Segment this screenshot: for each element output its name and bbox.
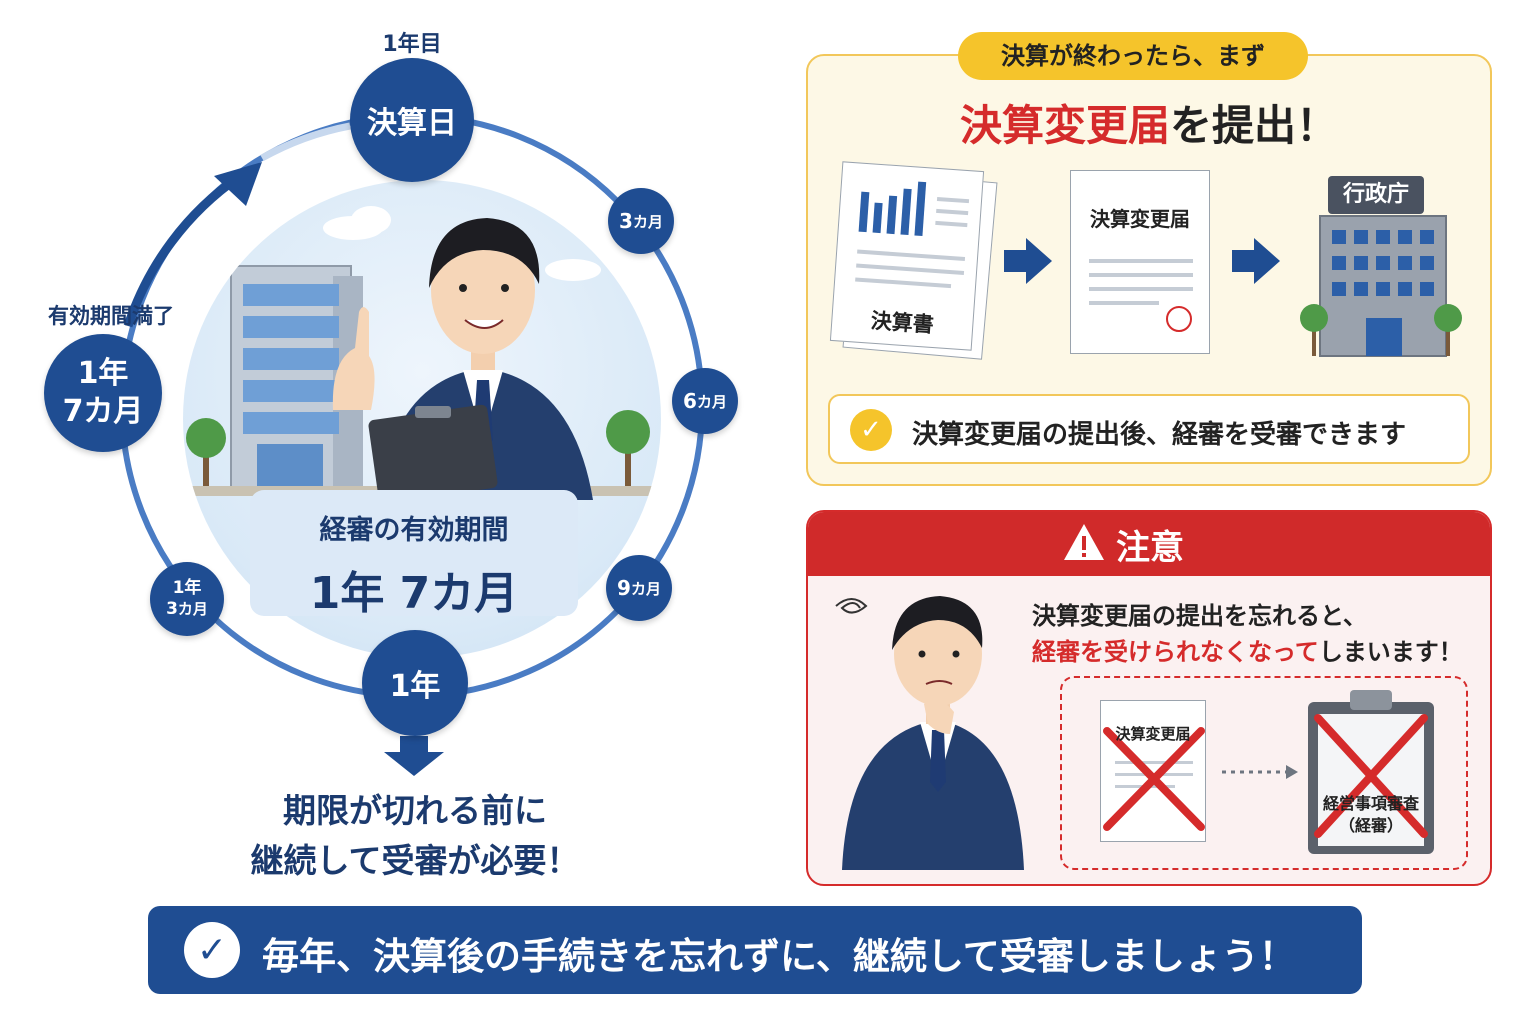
year-1-month-3-number: 3: [166, 599, 178, 619]
deadline-line1: 期限が切れる前に: [283, 791, 547, 830]
year-1-month-3-node: 1年 3カ月: [150, 562, 224, 636]
government-office-label: 行政庁: [1328, 176, 1424, 214]
expiry-node: 1年 7カ月: [44, 334, 162, 452]
month-9-unit: カ月: [630, 579, 661, 598]
bottom-banner-text: 毎年、決算後の手続きを忘れずに、継続して受審しましょう！: [262, 935, 1296, 978]
bottom-banner: ✓ 毎年、決算後の手続きを忘れずに、継続して受審しましょう！: [148, 906, 1362, 994]
info-bar: ✓ 決算変更届の提出後、経審を受審できます: [828, 394, 1470, 464]
change-notice-doc: 決算変更届: [1070, 170, 1210, 354]
expiry-caption: 有効期間満了: [48, 304, 174, 328]
clipboard-label-line2: （経審）: [1338, 816, 1403, 835]
submission-headline: 決算変更届を提出！: [806, 92, 1492, 153]
clipboard-icon: [1308, 690, 1434, 854]
validity-value: 1年 7カ月: [309, 568, 519, 619]
bar-chart-icon: [855, 181, 970, 289]
year-1-node: 1年: [362, 630, 468, 736]
info-text: 決算変更届の提出後、経審を受審できます: [912, 420, 1407, 450]
worried-man-illustration: [835, 596, 1024, 870]
expiry-node-line2: 7カ月: [62, 394, 144, 429]
warning-highlight: 経審を受けられなくなって: [1032, 638, 1319, 666]
deadline-message: 期限が切れる前に 継続して受審が必要！: [190, 786, 640, 886]
year-1-month-3-unit: カ月: [177, 600, 208, 618]
warning-header: [808, 512, 1490, 576]
validity-period-box: 経審の有効期間 1年 7カ月: [250, 490, 578, 619]
arrow-right-icon: [1232, 238, 1280, 284]
crossed-clipboard: 経営事項審査 （経審）: [1306, 684, 1436, 856]
cycle-arrow-icon: [214, 162, 262, 206]
warning-line2: 経審を受けられなくなってしまいます！: [1032, 632, 1463, 667]
government-building-icon: [1300, 215, 1462, 357]
crossed-doc-label: 決算変更届: [1115, 725, 1191, 743]
clipboard-label-line1: 経営事項審査: [1322, 794, 1419, 813]
first-step-tag: 決算が終わったら、まず: [958, 32, 1308, 80]
doc-lines: [1089, 259, 1193, 332]
month-3-number: 3: [619, 209, 633, 233]
office-scene: [183, 180, 661, 658]
financial-statement-doc: 決算書: [829, 161, 985, 351]
warning-line2-rest: しまいます！: [1318, 638, 1463, 666]
dotted-arrow-icon: [1222, 765, 1298, 779]
warning-line1: 決算変更届の提出を忘れると、: [1032, 602, 1368, 630]
arrow-right-icon: [1004, 238, 1052, 284]
consequence-box: [1060, 676, 1468, 870]
crossed-change-notice-doc: 決算変更届: [1100, 700, 1206, 842]
government-office: 行政庁: [1282, 172, 1472, 362]
validity-label: 経審の有効期間: [319, 515, 509, 546]
down-arrow-icon: [384, 752, 444, 776]
warning-icon: [1064, 524, 1104, 560]
headline-rest: を提出！: [1170, 101, 1339, 150]
check-icon: ✓: [850, 409, 892, 451]
warning-title: 注意: [1116, 528, 1184, 568]
month-6-number: 6: [683, 389, 697, 413]
year-1-month-3-line1: 1年: [172, 578, 202, 598]
check-circle-icon: ✓: [184, 922, 240, 978]
first-year-caption: 1年目: [382, 32, 442, 57]
businessman-illustration: [183, 206, 661, 504]
change-notice-label: 決算変更届: [1090, 207, 1190, 231]
red-cross-icon: [1103, 727, 1205, 831]
settlement-date-node: 決算日: [350, 58, 474, 182]
month-3-unit: カ月: [632, 212, 663, 231]
deadline-line2: 継続して受審が必要！: [250, 841, 580, 880]
headline-highlight: 決算変更届: [959, 101, 1170, 150]
expiry-node-line1: 1年: [77, 356, 129, 391]
month-6-unit: カ月: [696, 392, 727, 411]
month-9-number: 9: [617, 576, 631, 600]
